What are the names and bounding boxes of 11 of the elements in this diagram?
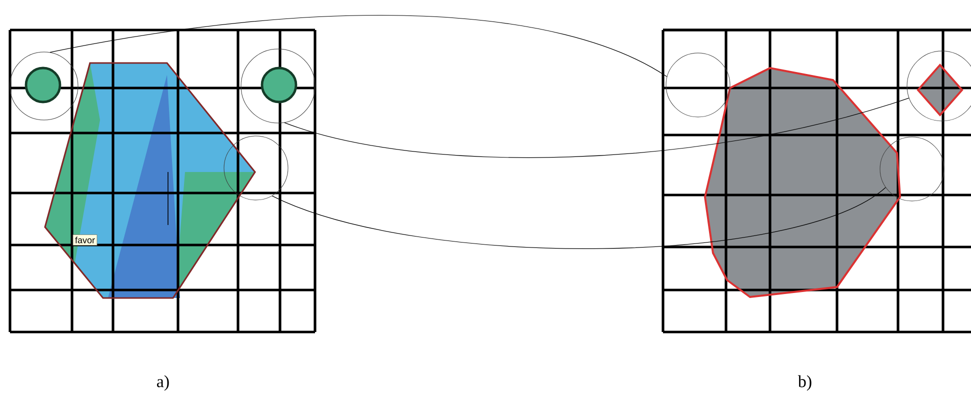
highlight-circle [224,136,288,200]
connector-line [50,15,668,77]
highlight-circle [880,136,944,202]
highlight-circle [10,52,78,120]
connector-line [272,187,886,249]
connector-line [284,98,910,158]
tooltip-box: favor [72,234,98,246]
highlight-circle [240,48,316,124]
panel-label: a) [157,375,169,391]
highlight-circle [666,52,730,118]
panel-label: b) [798,375,812,391]
